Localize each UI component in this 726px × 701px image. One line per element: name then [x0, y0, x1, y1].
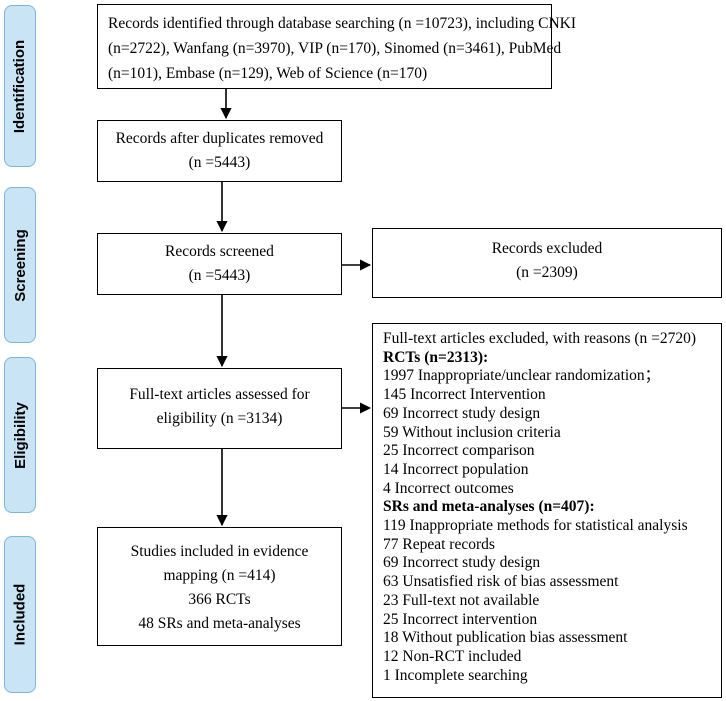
rcts-reason: 59 Without inclusion criteria: [383, 423, 561, 441]
studies-included-rcts: 366 RCTs: [188, 591, 251, 608]
srs-reason: 63 Unsatisfied risk of bias assessment: [383, 573, 619, 591]
srs-reason: 1 Incomplete searching: [383, 666, 528, 684]
duplicates-removed-box: Records after duplicates removed (n =544…: [97, 120, 342, 182]
phase-label-identification: Identification: [4, 5, 36, 167]
fulltext-assessed-box: Full-text articles assessed for eligibil…: [97, 368, 342, 449]
fulltext-assessed-line-1: Full-text articles assessed for: [129, 386, 310, 403]
rcts-reason: 145 Incorrect Intervention: [383, 386, 546, 404]
srs-reason: 77 Repeat records: [383, 535, 495, 553]
srs-reason: 25 Incorrect intervention: [383, 610, 538, 628]
records-screened-count: (n =5443): [188, 267, 251, 284]
srs-reason: 18 Without publication bias assessment: [383, 629, 628, 647]
phase-label-screening: Screening: [4, 187, 36, 343]
srs-reason: 23 Full-text not available: [383, 591, 540, 609]
phase-label-eligibility: Eligibility: [4, 357, 36, 513]
records-identified-line-2: (n=2722), Wanfang (n=3970), VIP (n=170),…: [108, 40, 562, 57]
records-identified-box: Records identified through database sear…: [97, 4, 577, 89]
rcts-heading: RCTs (n=2313):: [383, 348, 489, 366]
studies-included-line-2: mapping (n =414): [163, 567, 276, 584]
rcts-reason: 25 Incorrect comparison: [383, 442, 535, 460]
rcts-reason: 1997 Inappropriate/unclear randomization…: [383, 367, 661, 385]
phase-label-included: Included: [4, 536, 36, 693]
srs-reason: 119 Inappropriate methods for statistica…: [383, 517, 688, 535]
records-identified-line-1: Records identified through database sear…: [108, 15, 577, 32]
rcts-reason: 69 Incorrect study design: [383, 404, 541, 422]
fulltext-excluded-title: Full-text articles excluded, with reason…: [383, 330, 697, 347]
srs-heading: SRs and meta-analyses (n=407):: [383, 498, 595, 516]
rcts-reason: 14 Incorrect population: [383, 460, 529, 478]
studies-included-box: Studies included in evidence mapping (n …: [97, 527, 342, 646]
records-excluded-count: (n =2309): [516, 264, 578, 281]
fulltext-assessed-line-2: eligibility (n =3134): [156, 410, 283, 427]
records-identified-line-3: (n=101), Embase (n=129), Web of Science …: [108, 65, 428, 82]
records-screened-box: Records screened (n =5443): [97, 233, 342, 295]
records-screened-title: Records screened: [165, 243, 274, 260]
srs-reason: 69 Incorrect study design: [383, 554, 541, 572]
records-excluded-box: Records excluded (n =2309): [372, 228, 722, 298]
studies-included-srs: 48 SRs and meta-analyses: [138, 615, 301, 632]
records-excluded-title: Records excluded: [491, 240, 603, 257]
srs-reason: 12 Non-RCT included: [383, 647, 522, 665]
fulltext-excluded-box: Full-text articles excluded, with reason…: [372, 323, 722, 698]
duplicates-removed-count: (n =5443): [188, 154, 251, 171]
rcts-reason: 4 Incorrect outcomes: [383, 479, 514, 497]
studies-included-line-1: Studies included in evidence: [130, 543, 309, 560]
duplicates-removed-title: Records after duplicates removed: [115, 130, 324, 147]
